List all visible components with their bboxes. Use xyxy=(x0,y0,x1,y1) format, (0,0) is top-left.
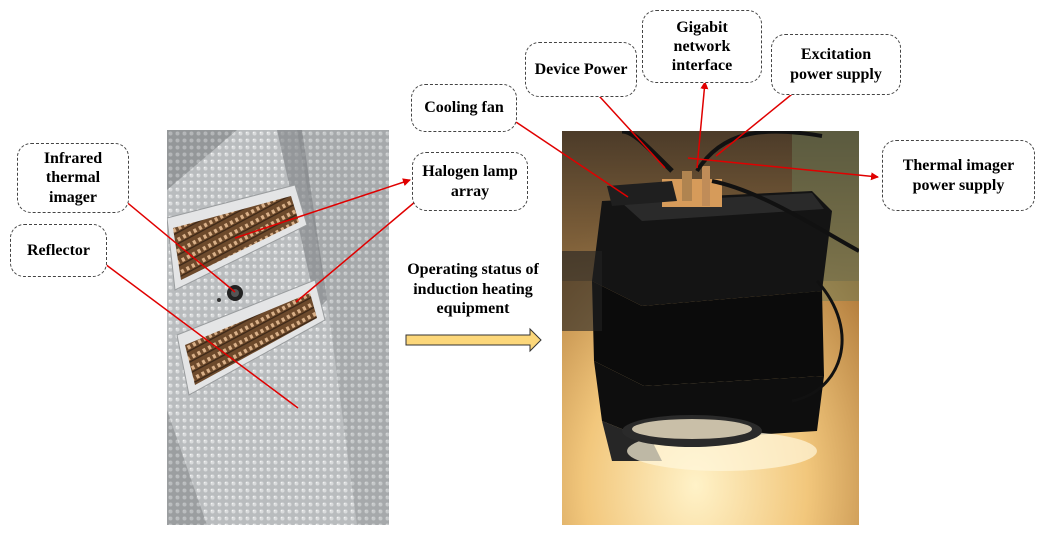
flow-arrow-icon xyxy=(406,329,541,351)
label-excitation-power-supply: Excitation power supply xyxy=(771,34,901,95)
label-cooling-fan: Cooling fan xyxy=(411,84,517,132)
label-reflector: Reflector xyxy=(10,224,107,277)
lamp-housing-photo xyxy=(167,130,389,525)
operating-status-caption: Operating status of induction heating eq… xyxy=(393,260,553,319)
label-gigabit-network-interface: Gigabit network interface xyxy=(642,10,762,83)
equipment-photo xyxy=(562,131,859,525)
label-halogen-lamp-array: Halogen lamp array xyxy=(412,152,528,211)
label-infrared-thermal-imager: Infrared thermal imager xyxy=(17,143,129,213)
label-thermal-imager-power-supply: Thermal imager power supply xyxy=(882,140,1035,211)
label-device-power: Device Power xyxy=(525,42,637,97)
